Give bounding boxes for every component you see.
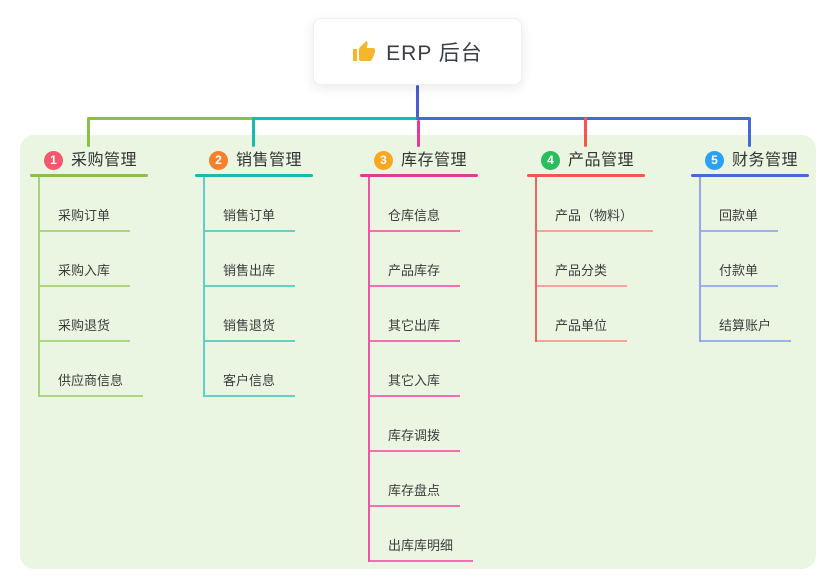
connector-branch-4-drop (584, 117, 587, 147)
branch-node[interactable]: 2 销售管理 (195, 147, 313, 174)
child-node[interactable]: 产品分类 (537, 262, 628, 287)
child-node[interactable]: 客户信息 (205, 372, 296, 397)
child-node[interactable]: 其它入库 (370, 372, 461, 397)
child-node[interactable]: 产品库存 (370, 262, 461, 287)
branch-underline (30, 174, 148, 177)
child-node-row: 结算账户 (701, 287, 809, 342)
child-node-row: 出库库明细 (370, 507, 478, 562)
connector-branch-1-drop (87, 117, 90, 147)
branch-children: 仓库信息 产品库存 其它出库 其它入库 库存调拨 库存盘点 出库库明细 (368, 177, 478, 562)
child-node[interactable]: 回款单 (701, 207, 779, 232)
branch-node[interactable]: 4 产品管理 (527, 147, 645, 174)
child-node[interactable]: 付款单 (701, 262, 779, 287)
branch-children: 产品（物料） 产品分类 产品单位 (535, 177, 654, 342)
child-node-row: 产品（物料） (537, 177, 654, 232)
connector-branch-5-drop (748, 117, 751, 147)
child-node[interactable]: 供应商信息 (40, 372, 144, 397)
thumbs-up-icon (352, 40, 376, 64)
child-node[interactable]: 销售出库 (205, 262, 296, 287)
connector-branch-2-drop (252, 117, 255, 147)
branch-number-badge: 1 (44, 151, 63, 170)
branch-children: 采购订单 采购入库 采购退货 供应商信息 (38, 177, 148, 397)
branch-column-3: 3 库存管理 仓库信息 产品库存 其它出库 其它入库 库存调拨 库存盘点 出库库… (360, 147, 478, 562)
child-node[interactable]: 产品单位 (537, 317, 628, 342)
child-node-row: 付款单 (701, 232, 809, 287)
branch-children: 回款单 付款单 结算账户 (699, 177, 809, 342)
branch-title: 产品管理 (568, 152, 635, 169)
child-node[interactable]: 销售订单 (205, 207, 296, 232)
child-node-row: 采购订单 (40, 177, 148, 232)
child-node-row: 仓库信息 (370, 177, 478, 232)
branch-title: 销售管理 (236, 152, 303, 169)
child-node[interactable]: 采购退货 (40, 317, 131, 342)
branch-column-4: 4 产品管理 产品（物料） 产品分类 产品单位 (527, 147, 654, 342)
child-node[interactable]: 产品（物料） (537, 207, 654, 232)
child-node-row: 采购入库 (40, 232, 148, 287)
connector-branch-2-horizontal (252, 117, 418, 120)
branch-underline (527, 174, 645, 177)
branch-column-1: 1 采购管理 采购订单 采购入库 采购退货 供应商信息 (30, 147, 148, 397)
child-node[interactable]: 出库库明细 (370, 537, 474, 562)
child-node-row: 产品分类 (537, 232, 645, 287)
root-trunk-line (415, 85, 419, 120)
child-node-row: 产品单位 (537, 287, 645, 342)
root-node[interactable]: ERP 后台 (313, 18, 522, 85)
branch-title: 采购管理 (71, 152, 138, 169)
connector-branch-3-drop (417, 120, 420, 147)
child-node-row: 回款单 (701, 177, 809, 232)
child-node-row: 其它出库 (370, 287, 478, 342)
branch-node[interactable]: 1 采购管理 (30, 147, 148, 174)
branch-underline (195, 174, 313, 177)
child-node[interactable]: 其它出库 (370, 317, 461, 342)
root-title: ERP 后台 (386, 41, 483, 65)
child-node-row: 产品库存 (370, 232, 478, 287)
branch-number-badge: 3 (374, 151, 393, 170)
branch-number-badge: 4 (541, 151, 560, 170)
branch-underline (360, 174, 478, 177)
child-node-row: 采购退货 (40, 287, 148, 342)
child-node[interactable]: 结算账户 (701, 317, 792, 342)
child-node-row: 供应商信息 (40, 342, 148, 397)
child-node-row: 库存调拨 (370, 397, 478, 452)
branch-title: 库存管理 (401, 152, 468, 169)
branch-title: 财务管理 (732, 152, 799, 169)
child-node-row: 销售出库 (205, 232, 313, 287)
group-panel (20, 135, 816, 569)
child-node-row: 销售订单 (205, 177, 313, 232)
child-node[interactable]: 库存盘点 (370, 482, 461, 507)
child-node[interactable]: 销售退货 (205, 317, 296, 342)
child-node[interactable]: 仓库信息 (370, 207, 461, 232)
child-node[interactable]: 采购订单 (40, 207, 131, 232)
branch-column-5: 5 财务管理 回款单 付款单 结算账户 (691, 147, 809, 342)
branch-number-badge: 5 (705, 151, 724, 170)
child-node[interactable]: 库存调拨 (370, 427, 461, 452)
branch-node[interactable]: 3 库存管理 (360, 147, 478, 174)
connector-branch-5-horizontal (415, 117, 750, 120)
child-node-row: 客户信息 (205, 342, 313, 397)
branch-node[interactable]: 5 财务管理 (691, 147, 809, 174)
branch-number-badge: 2 (209, 151, 228, 170)
connector-branch-1-horizontal (87, 117, 254, 120)
child-node-row: 库存盘点 (370, 452, 478, 507)
branch-children: 销售订单 销售出库 销售退货 客户信息 (203, 177, 313, 397)
branch-column-2: 2 销售管理 销售订单 销售出库 销售退货 客户信息 (195, 147, 313, 397)
child-node-row: 销售退货 (205, 287, 313, 342)
branch-underline (691, 174, 809, 177)
child-node-row: 其它入库 (370, 342, 478, 397)
child-node[interactable]: 采购入库 (40, 262, 131, 287)
